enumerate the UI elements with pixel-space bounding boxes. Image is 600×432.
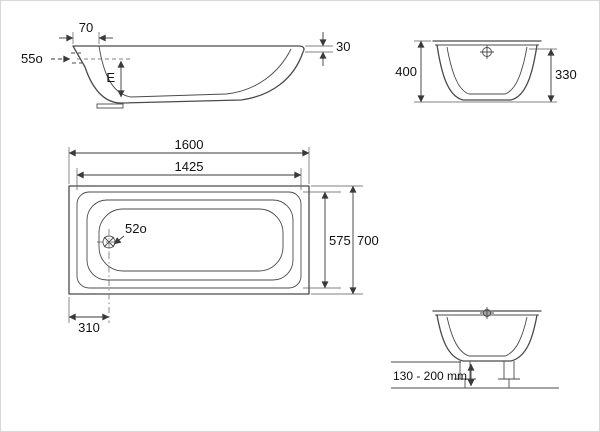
dim-drain-offset-label: 310 xyxy=(78,320,100,335)
dim-drain-hole: 52o xyxy=(113,221,147,245)
front-view-tub-outer-outline xyxy=(436,44,538,101)
install-view-tub-inner-outline xyxy=(446,316,528,357)
front-view-tub-inner-outline xyxy=(446,46,528,95)
dim-inner-width-label: 575 xyxy=(329,233,351,248)
dim-overflow-label: 55o xyxy=(21,51,43,66)
plan-rim-outer xyxy=(76,191,302,289)
leg-right-screw xyxy=(504,379,514,389)
dim-leg-height: 130 - 200 mm xyxy=(393,363,475,387)
install-view-tub-outer-outline xyxy=(436,314,538,362)
dim-leg-height-label: 130 - 200 mm xyxy=(393,369,467,383)
dim-overflow: 55o xyxy=(21,51,71,66)
install-view: 130 - 200 mm xyxy=(391,307,559,389)
leg-right-bracket xyxy=(498,361,520,380)
dim-inner-length: 1425 xyxy=(76,159,302,190)
dim-rim-edge-extensions xyxy=(305,45,333,53)
plan-outer-rect xyxy=(68,185,310,295)
dim-rim-width: 70 xyxy=(59,20,113,44)
dim-inner-height-label: 330 xyxy=(555,67,577,82)
drain-centerlines xyxy=(97,229,122,253)
dim-drain-hole-label: 52o xyxy=(125,221,147,236)
dim-outer-width: 700 xyxy=(311,185,379,295)
dim-rim-edge-label: 30 xyxy=(336,39,350,54)
leg-right xyxy=(498,361,520,389)
dim-inner-height: 330 xyxy=(529,48,577,103)
install-overflow-cross xyxy=(480,307,494,319)
side-view-tub-inner-outline xyxy=(98,45,292,98)
side-view-foot xyxy=(96,103,124,109)
dim-inner-width: 575 xyxy=(303,191,351,289)
dim-drain-hole-leader xyxy=(113,235,125,245)
side-view-tub-outer-outline xyxy=(72,45,305,104)
plan-rim-inner xyxy=(86,199,294,281)
overflow-symbol-cross xyxy=(480,45,494,59)
dim-depth-label: E xyxy=(106,70,115,85)
dim-rim-width-label: 70 xyxy=(79,20,93,35)
dim-depth: E xyxy=(106,60,125,98)
dim-drain-offset: 310 xyxy=(68,253,110,335)
overflow-hole-marks xyxy=(71,52,82,64)
dim-outer-height-label: 400 xyxy=(395,64,417,79)
side-view: 70 55o E 30 xyxy=(21,20,350,109)
dim-inner-length-label: 1425 xyxy=(175,159,204,174)
dim-outer-length-label: 1600 xyxy=(175,137,204,152)
dim-outer-height: 400 xyxy=(395,40,431,103)
plan-floor-outline xyxy=(98,208,284,272)
front-view: 400 330 xyxy=(395,40,577,103)
dim-rim-edge: 30 xyxy=(305,32,350,66)
drain-cross xyxy=(103,236,115,248)
plan-view: 1600 1425 575 700 52o xyxy=(68,137,379,335)
dim-outer-length: 1600 xyxy=(68,137,310,184)
dim-outer-width-label: 700 xyxy=(357,233,379,248)
